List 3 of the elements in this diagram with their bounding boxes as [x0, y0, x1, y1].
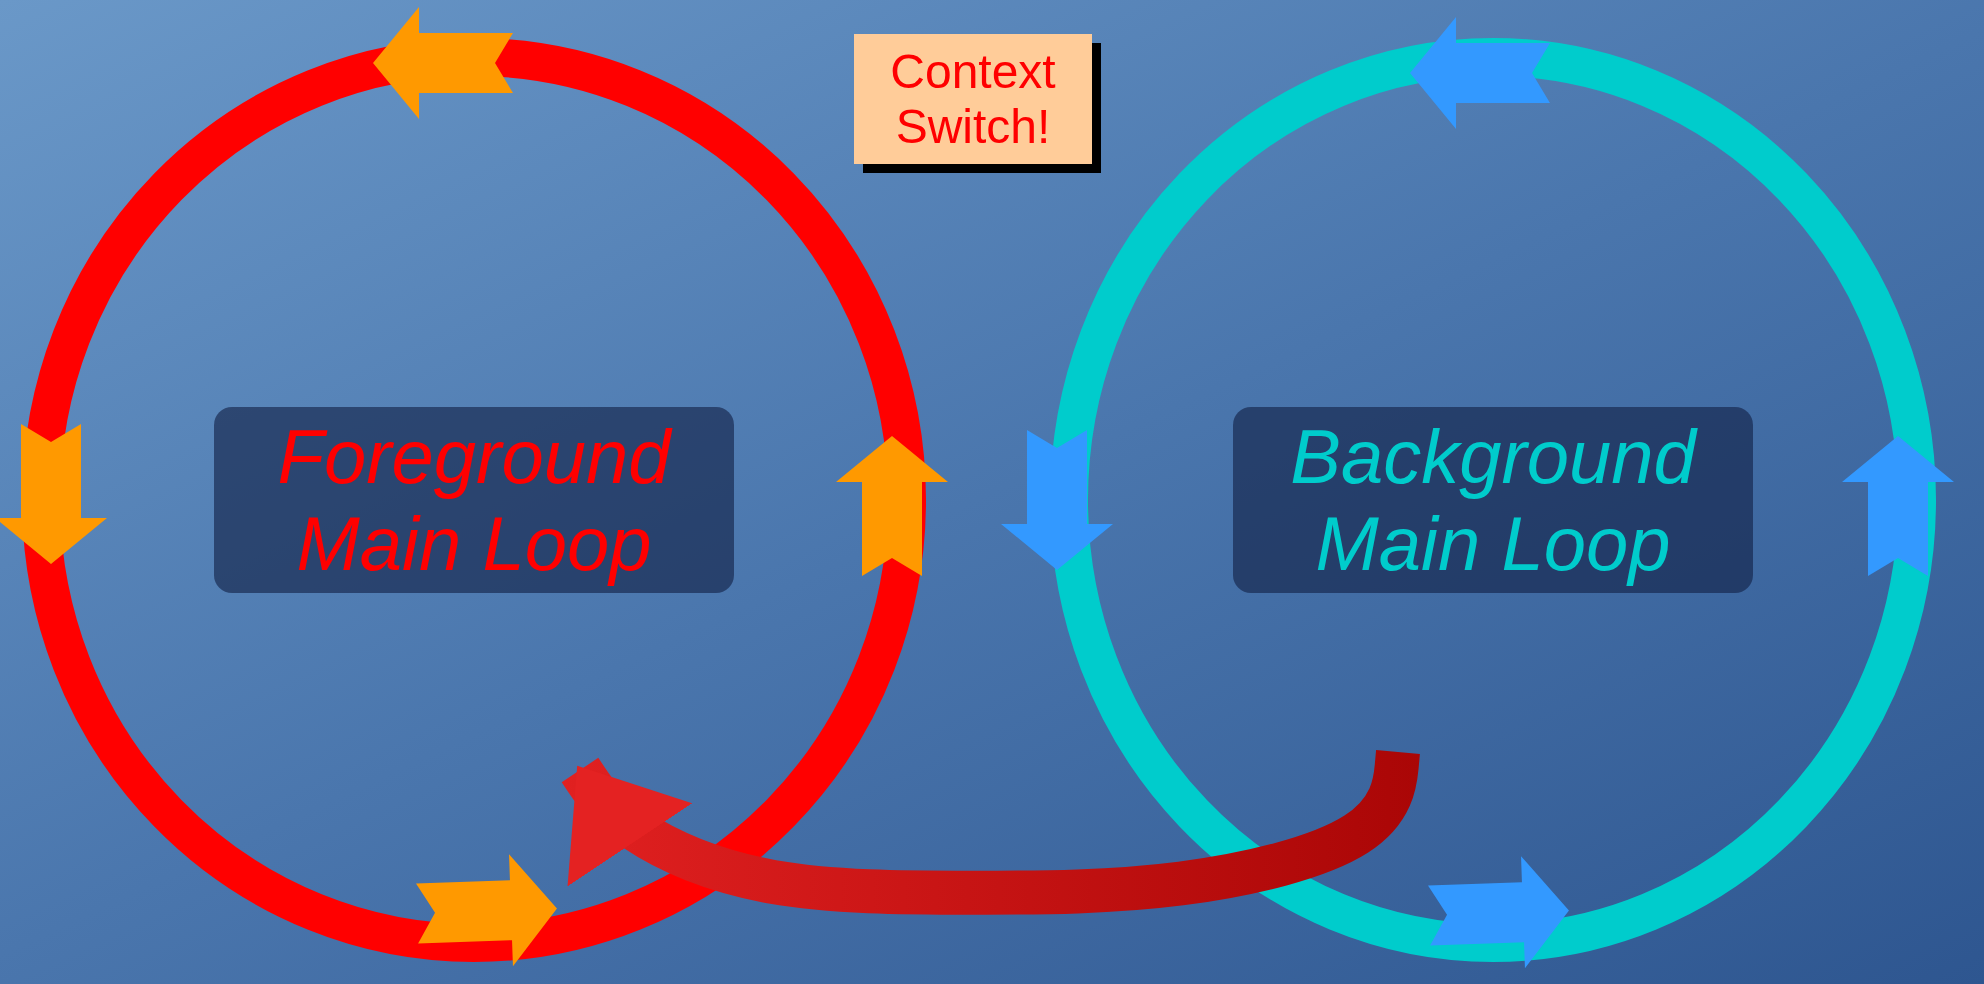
callout-text: Context Switch!: [889, 43, 1057, 155]
loop-label: Background Main Loop: [1233, 406, 1753, 594]
loop-label: Foreground Main Loop: [214, 406, 734, 594]
